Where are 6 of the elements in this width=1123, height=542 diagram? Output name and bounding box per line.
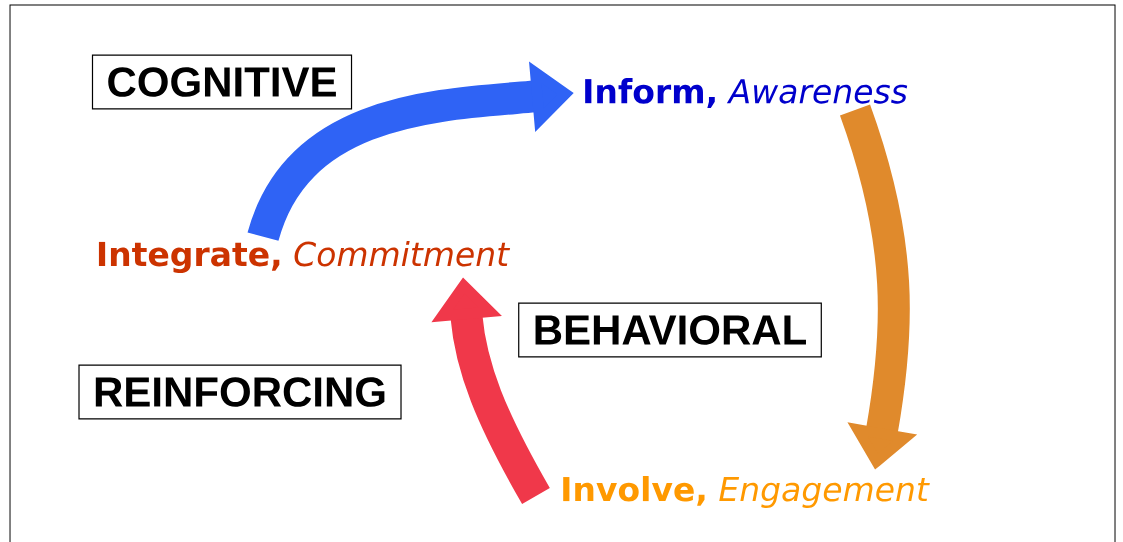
- stage-label: Integrate, Commitment: [98, 240, 511, 274]
- label-box: REINFORCING: [78, 364, 402, 420]
- stage-label: Involve, Engagement: [563, 476, 930, 508]
- stage-label: Inform, Awareness: [585, 78, 908, 108]
- label-box: BEHAVIORAL: [518, 302, 822, 358]
- label-box: COGNITIVE: [91, 54, 353, 110]
